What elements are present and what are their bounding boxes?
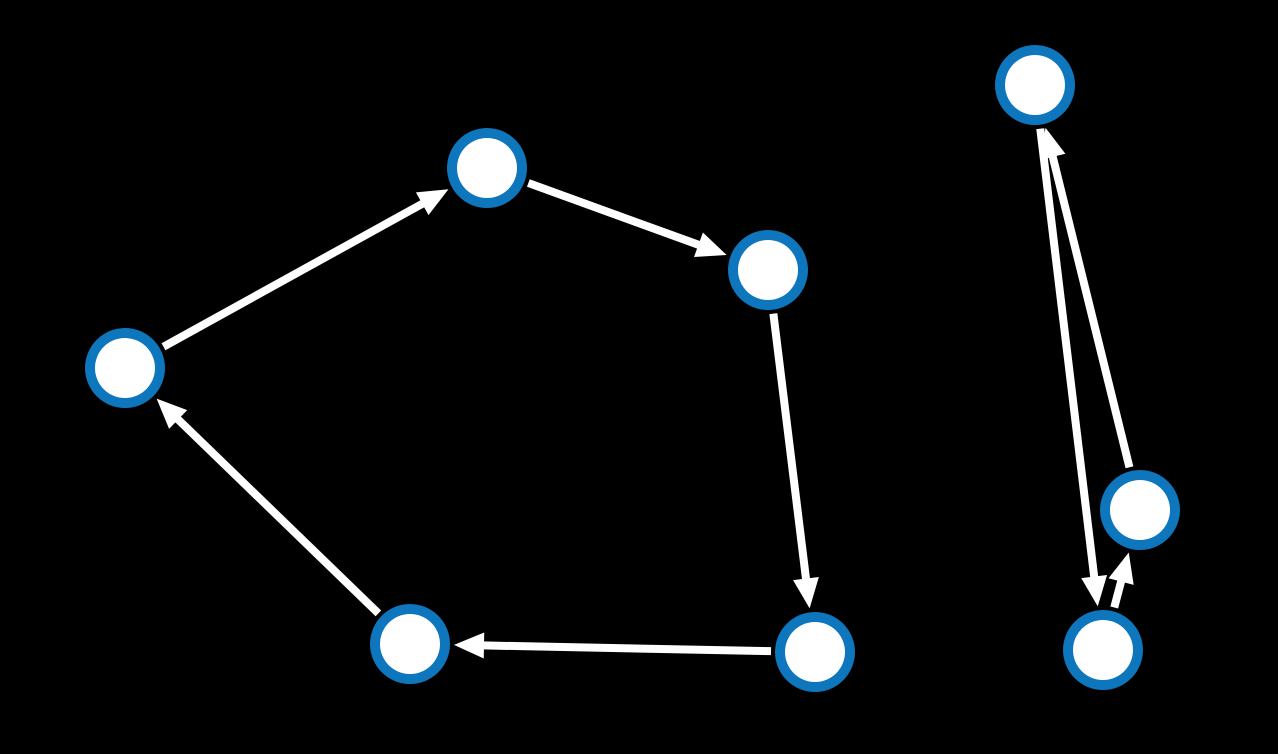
- node-core: [785, 622, 845, 682]
- edge-arrowhead: [453, 632, 485, 659]
- graph-node[interactable]: [1100, 470, 1180, 550]
- edge-line: [161, 199, 426, 351]
- node-layer: [85, 45, 1180, 692]
- edge-arrowhead: [1108, 552, 1134, 585]
- edge-layer: [156, 127, 1134, 659]
- graph-edge[interactable]: [1036, 128, 1108, 607]
- edge-arrowhead: [793, 576, 819, 609]
- graph-edge[interactable]: [161, 189, 449, 351]
- edge-arrowhead: [694, 232, 727, 257]
- edge-arrowhead: [156, 398, 188, 429]
- edge-line: [526, 179, 702, 250]
- graph-node[interactable]: [370, 604, 450, 684]
- graph-node[interactable]: [447, 128, 527, 208]
- graph-edge[interactable]: [526, 179, 727, 257]
- edge-arrowhead: [415, 189, 449, 216]
- node-core: [1005, 55, 1065, 115]
- graph-edge[interactable]: [156, 398, 382, 617]
- edge-line: [1110, 578, 1126, 609]
- node-core: [457, 138, 517, 198]
- graph-node[interactable]: [85, 328, 165, 408]
- node-core: [95, 338, 155, 398]
- node-core: [380, 614, 440, 674]
- node-core: [738, 240, 798, 300]
- node-core: [1110, 480, 1170, 540]
- graph-edge[interactable]: [1040, 127, 1134, 469]
- edge-arrowhead: [1081, 574, 1108, 607]
- edge-line: [173, 415, 382, 617]
- node-core: [1073, 620, 1133, 680]
- graph-edge[interactable]: [769, 313, 819, 609]
- graph-edge[interactable]: [1108, 552, 1134, 609]
- edge-line: [1048, 153, 1134, 469]
- edge-line: [1036, 128, 1099, 579]
- edge-arrowhead: [1040, 127, 1066, 160]
- graph-node[interactable]: [1063, 610, 1143, 690]
- edge-line: [769, 313, 811, 582]
- graph-node[interactable]: [775, 612, 855, 692]
- graph-edge[interactable]: [453, 632, 772, 659]
- graph-node[interactable]: [728, 230, 808, 310]
- graph-node[interactable]: [995, 45, 1075, 125]
- edge-line: [481, 641, 772, 656]
